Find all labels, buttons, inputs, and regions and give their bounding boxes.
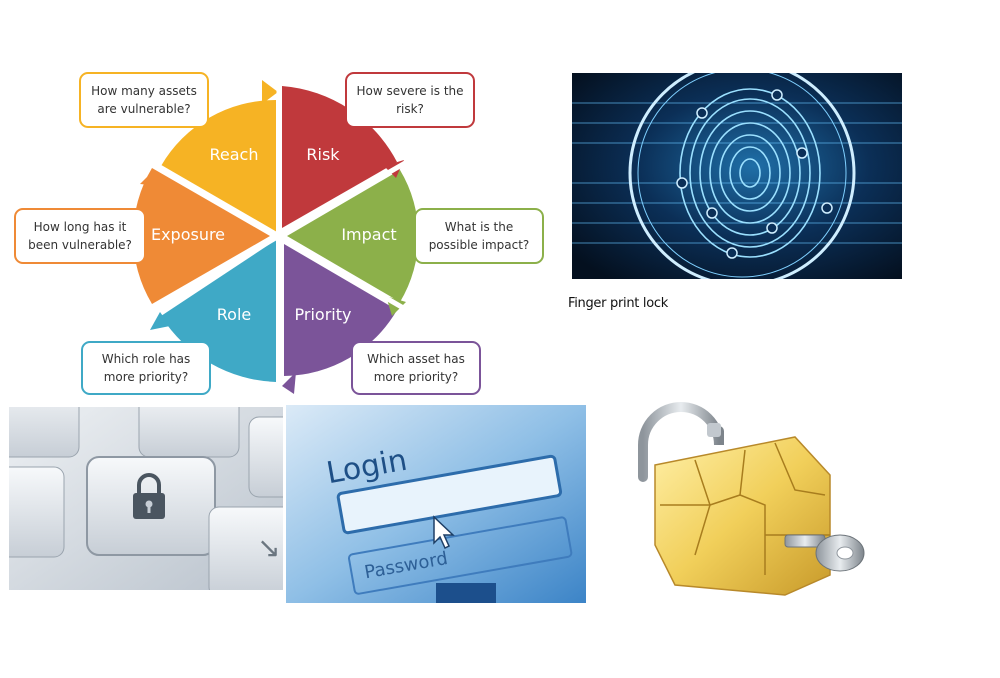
role-arrow-icon: [150, 312, 170, 330]
question-priority-line1: Which asset has: [367, 352, 465, 366]
arrow-key-icon: ↘: [257, 531, 280, 564]
reach-segment: [161, 99, 276, 232]
priority-label: Priority: [295, 305, 352, 324]
question-reach-line2: are vulnerable?: [97, 102, 190, 116]
question-exposure-line1: How long has it: [34, 220, 127, 234]
fingerprint-icon: [679, 88, 821, 258]
question-box-impact: What is the possible impact?: [414, 208, 544, 264]
question-risk-line1: How severe is the: [356, 84, 463, 98]
exposure-segment: [133, 168, 270, 304]
impact-label: Impact: [341, 225, 396, 244]
exposure-label: Exposure: [151, 225, 225, 244]
login-screen-image: Login Password: [286, 405, 586, 603]
role-label: Role: [217, 305, 251, 324]
exposure-arrow-icon: [140, 172, 160, 186]
question-impact-line2: possible impact?: [429, 238, 530, 252]
question-role-line1: Which role has: [102, 352, 191, 366]
priority-arrow-icon: [282, 372, 296, 394]
question-role-line2: more priority?: [104, 370, 189, 384]
login-username-field: [336, 454, 563, 535]
chip-lock-body: [654, 436, 831, 596]
login-password-field: [347, 516, 573, 595]
question-impact-line1: What is the: [445, 220, 513, 234]
question-box-reach: How many assets are vulnerable?: [79, 72, 209, 128]
mouse-cursor-icon: [433, 515, 455, 550]
question-priority-line2: more priority?: [374, 370, 459, 384]
fingerprint-lock-image: [572, 73, 902, 279]
impact-segment: [287, 170, 419, 302]
chip-padlock-image: [638, 402, 865, 596]
keyboard-lock-image: ↘: [9, 407, 283, 590]
question-box-priority: Which asset has more priority?: [351, 341, 481, 395]
question-box-risk: How severe is the risk?: [345, 72, 475, 128]
fingerprint-caption: Finger print lock: [568, 296, 668, 311]
padlock-key-icon: [133, 473, 165, 519]
reach-label: Reach: [210, 145, 259, 164]
question-reach-line1: How many assets: [91, 84, 197, 98]
risk-label: Risk: [306, 145, 340, 164]
question-box-role: Which role has more priority?: [81, 341, 211, 395]
security-wheel-diagram: Reach Risk Impact Priority Role Exposure…: [14, 72, 544, 395]
question-box-exposure: How long has it been vulnerable?: [14, 208, 146, 264]
question-exposure-line2: been vulnerable?: [28, 238, 132, 252]
key-icon: [784, 534, 865, 572]
question-risk-line2: risk?: [396, 102, 424, 116]
risk-segment: [282, 86, 397, 228]
reach-arrow-icon: [262, 80, 278, 104]
